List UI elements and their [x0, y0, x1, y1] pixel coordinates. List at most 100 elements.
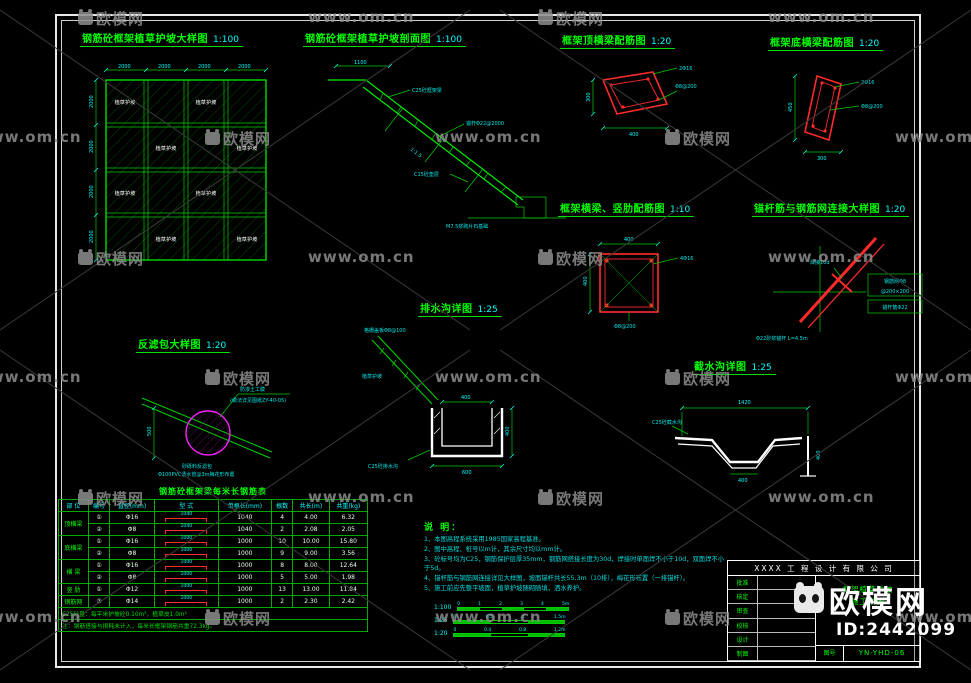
drawing-border-outer	[55, 14, 921, 668]
filter-pack-circle	[185, 410, 231, 456]
scale-bar-ruler	[457, 607, 570, 611]
top-beam-dimensions: 300 400	[586, 77, 670, 138]
rebar-part: 钢筋网	[58, 595, 89, 608]
scale-bar-tick: 0	[453, 628, 457, 633]
rib-diagonals	[599, 253, 659, 313]
plan-grid-drawing: 2000 2000 2000 2000 2000 2000 2000 2000 …	[89, 64, 269, 263]
rebar-shape: 1000	[153, 571, 219, 584]
om-big-watermark: 欧模网	[794, 577, 928, 622]
rebar-part: 竖 肋	[58, 583, 89, 596]
rebar-shape-glyph	[165, 517, 208, 522]
intercept-scale: 1:25	[751, 363, 772, 373]
rebar-count: 13	[270, 583, 294, 596]
rebar-footnote: 注：钢筋搭接与损耗未计入，每米长框架钢筋共重72.3kg。	[58, 619, 368, 632]
plan-cell-label: 植草护坡	[115, 98, 136, 106]
rebar-length: 1000	[217, 535, 272, 548]
drain-title-text: 排水沟详图	[420, 304, 473, 315]
rebar-length: 1040	[217, 523, 272, 536]
rebar-total-length: 13.00	[292, 583, 330, 596]
watermark-id: ID:2442099	[836, 620, 957, 640]
rebar-total-weight: 12.64	[328, 559, 369, 572]
rebar-table-title: 钢筋砼框架梁每米长钢筋表	[159, 487, 267, 496]
rebar-total-length: 2.30	[292, 595, 330, 608]
rebar-total-weight: 6.32	[328, 511, 369, 524]
section-label-foundation: M7.5浆砌片石基础	[446, 223, 488, 230]
top-beam-leaders: 2Φ16 Φ8@200	[652, 66, 697, 101]
intercept-title-text: 截水沟详图	[694, 362, 747, 373]
rebar-schedule-table: 钢筋砼框架梁每米长钢筋表 部 位编号直径(mm)型 式单根长(mm)根数共长(m…	[58, 486, 369, 632]
scale-bar-tick: 1.2m	[553, 628, 566, 633]
rebar-no: ②	[87, 571, 111, 584]
scale-bar-tick: 1	[478, 602, 482, 607]
scale-bar-label: 1:100	[434, 604, 452, 611]
rib-dim-top: 400	[624, 237, 634, 243]
drawing-border-inner	[61, 20, 915, 662]
rebar-no: ③	[87, 595, 111, 608]
rebar-length: 1000	[217, 595, 272, 608]
bottom-beam-cross-section	[804, 74, 842, 142]
filter-geomembrane-label: 防渗土工膜	[240, 386, 265, 393]
rebar-total-length: 10.00	[292, 535, 330, 548]
titleblock-role-label: 制图	[728, 646, 758, 661]
drain-dim-bottom: 600	[462, 470, 472, 476]
titleblock-role-label: 校核	[728, 618, 758, 633]
filter-dim-left: 500	[147, 426, 153, 436]
bottom-beam-dim-bottom: 300	[817, 156, 827, 162]
note-line: 5、施工前应先整平坡面，植草护坡随砌随填，洒水养护。	[424, 584, 586, 592]
bottom-beam-stirrup: Φ8@200	[861, 104, 883, 110]
filter-title-text: 反滤包大样图	[138, 340, 201, 351]
rebar-diameter: Φ8	[109, 547, 155, 560]
scale-bar-ruler	[453, 633, 566, 637]
scale-bar-tick: 4	[541, 602, 544, 607]
rebar-count: 5	[270, 571, 294, 584]
titleblock-role-label: 设计	[728, 632, 758, 647]
intercept-dim-top: 1420	[738, 400, 751, 406]
figure-title-top-beam: 框架顶横梁配筋图 1:20	[560, 32, 676, 49]
rebar-count: 2	[270, 595, 294, 608]
rebar-shape: 1000	[153, 547, 219, 560]
intercept-channel	[674, 436, 816, 477]
rebar-col-header: 根数	[270, 499, 294, 512]
note-line: 1、本图高程系统采用1985国家高程基准。	[424, 536, 545, 543]
plan-dim: 2000	[89, 185, 95, 198]
plan-cell-label: 植草护坡	[156, 144, 177, 152]
figure-title-plan: 钢筋砼框架植草护坡大样图 1:100	[80, 30, 243, 47]
section-label-cushion: C15砼垫层	[414, 171, 439, 178]
drain-cover-label: 格栅盖板Φ8@100	[364, 327, 406, 334]
plan-cell-label: 植草护坡	[196, 189, 217, 197]
company-name: XXXX 工 程 设 计 有 限 公 司	[728, 561, 920, 576]
rebar-diameter: Φ8	[109, 571, 155, 584]
rebar-count: 9	[270, 547, 294, 560]
notes-list: 1、本图高程系统采用1985国家高程基准。2、图中高程、桩号以m计，其余尺寸均以…	[424, 535, 729, 594]
drain-ditch-drawing: 格栅盖板Φ8@100 植草护坡 400 400 600 C25砼排水沟	[362, 327, 515, 476]
figure-title-bottom-beam: 框架底横梁配筋图 1:20	[768, 34, 884, 51]
plan-dim: 2000	[89, 230, 95, 243]
rebar-col-header: 单根长(mm)	[217, 499, 272, 512]
anchor-grout-bar-label: Φ22砂浆锚杆 L=4.5m	[756, 335, 808, 342]
notes-title: 说 明：	[424, 523, 463, 533]
section-slope-face	[328, 79, 524, 206]
filter-scale: 1:20	[206, 341, 227, 351]
rebar-shape: 1040	[153, 511, 219, 524]
panda-logo-icon	[794, 582, 824, 613]
rebar-part: 横 梁	[58, 559, 89, 584]
scale-bar-ruler	[453, 620, 566, 624]
drawing-no-label: 图号	[816, 646, 844, 661]
rebar-length: 1000	[217, 559, 272, 572]
titleblock-role-value	[758, 633, 815, 647]
rebar-shape: 1040	[153, 523, 219, 536]
filter-pack-label: 砂砾料反滤包	[182, 463, 212, 470]
note-line: 4、锚杆筋与钢筋网连接详见大样图，坡面锚杆共长55.3m（10排），梅花形布置（…	[424, 575, 690, 582]
plan-cell-label: 植草护坡	[196, 98, 217, 106]
notes-section: 说 明： 1、本图高程系统采用1985国家高程基准。2、图中高程、桩号以m计，其…	[424, 520, 729, 594]
drain-name-leader: C25砼排水沟	[368, 449, 431, 470]
intercept-name-leader: C25砼截水沟	[652, 419, 689, 435]
rebar-col-header: 直径(mm)	[109, 499, 155, 512]
scale-bar-tick: 2	[499, 602, 503, 607]
